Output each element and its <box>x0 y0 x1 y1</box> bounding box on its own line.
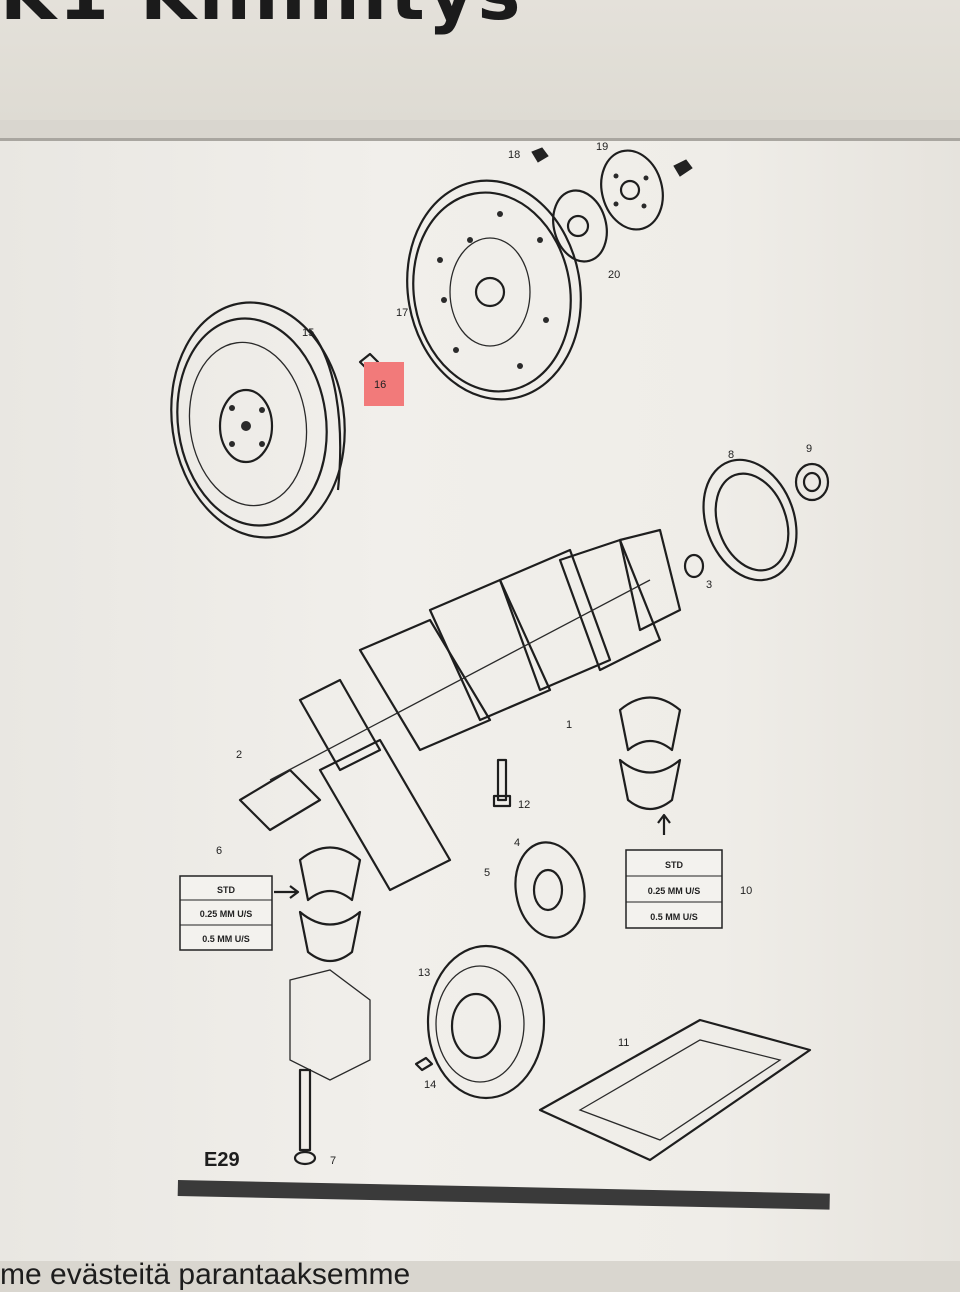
table-right-row-std: STD <box>665 860 684 870</box>
callout-11: 11 <box>618 1037 629 1049</box>
part-16-highlight <box>364 362 404 406</box>
callout-3: 3 <box>706 579 712 591</box>
callout-8: 8 <box>728 449 734 461</box>
part-12-bolt[interactable] <box>492 758 512 808</box>
callout-5: 5 <box>484 867 490 879</box>
table-right-row-025: 0.25 MM U/S <box>648 886 701 896</box>
callout-7: 7 <box>330 1155 336 1167</box>
part-7-connecting-rod[interactable] <box>289 969 371 1166</box>
page-header: K1 Kiinnitys <box>0 0 960 120</box>
callout-13: 13 <box>418 967 430 979</box>
part-15-flywheel[interactable] <box>156 291 359 549</box>
exploded-view-drawing: STD 0.25 MM U/S 0.5 MM U/S STD 0.25 MM U… <box>156 141 830 1210</box>
table-left-row-std: STD <box>217 885 236 895</box>
bearing-spec-table-right: STD 0.25 MM U/S 0.5 MM U/S <box>625 849 723 929</box>
header-divider <box>0 138 960 141</box>
part-3-washer[interactable] <box>683 553 705 579</box>
part-13-pulley[interactable] <box>426 944 546 1100</box>
sheet-code: E29 <box>204 1149 240 1171</box>
callout-19: 19 <box>596 141 608 153</box>
callout-6: 6 <box>216 845 222 857</box>
table-left-row-025: 0.25 MM U/S <box>200 909 253 919</box>
part-9-bushing[interactable] <box>794 462 830 502</box>
callout-1: 1 <box>566 719 572 731</box>
callout-12: 12 <box>518 799 530 811</box>
callout-15: 15 <box>302 327 314 339</box>
page-title: K1 Kiinnitys <box>0 0 524 36</box>
part-8-oil-seal[interactable] <box>687 447 812 594</box>
part-10-bearing-shells[interactable] <box>618 696 682 836</box>
part-20-spacer[interactable] <box>546 184 615 267</box>
bearing-spec-table-left: STD 0.25 MM U/S 0.5 MM U/S <box>179 875 300 951</box>
cookie-notice-text: me evästeitä parantaaksemme <box>0 1258 411 1291</box>
callout-10: 10 <box>740 885 752 897</box>
callout-14: 14 <box>424 1079 436 1091</box>
part-1-crankshaft[interactable] <box>238 528 682 892</box>
callout-4: 4 <box>514 837 520 849</box>
table-left-row-05: 0.5 MM U/S <box>202 934 250 944</box>
baseline-bar <box>177 1180 830 1210</box>
callout-18: 18 <box>508 149 520 161</box>
part-14-bolt[interactable] <box>414 1056 434 1072</box>
part-11-gasket[interactable] <box>538 1018 812 1162</box>
callout-16: 16 <box>374 379 386 391</box>
part-17-flexplate[interactable] <box>390 167 598 414</box>
table-right-row-05: 0.5 MM U/S <box>650 912 698 922</box>
part-19-bolt[interactable] <box>673 159 693 177</box>
callout-17: 17 <box>396 307 408 319</box>
callout-9: 9 <box>806 443 812 455</box>
callout-20: 20 <box>608 269 620 281</box>
callout-2: 2 <box>236 749 242 761</box>
part-6-bearing-shells[interactable] <box>298 846 362 963</box>
part-18-bolt[interactable] <box>531 147 549 163</box>
part-4-thrust-washer[interactable] <box>508 837 592 943</box>
parts-diagram: STD 0.25 MM U/S 0.5 MM U/S STD 0.25 MM U… <box>0 141 960 1261</box>
part-19-plate[interactable] <box>593 144 672 237</box>
